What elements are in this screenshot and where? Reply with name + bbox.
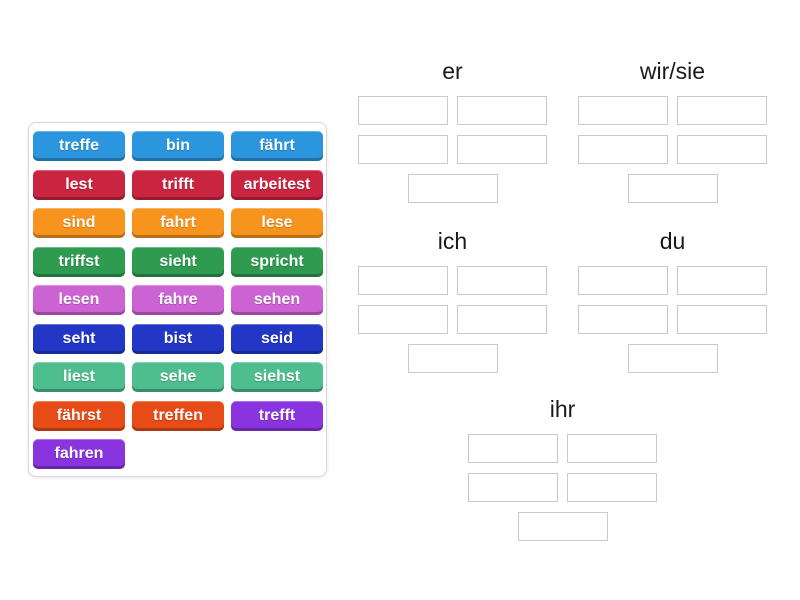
word-tile-bist[interactable]: bist <box>132 323 224 354</box>
drop-slot-grid <box>578 96 767 203</box>
drop-slot-du-5[interactable] <box>627 344 718 373</box>
word-tile-liest[interactable]: liest <box>33 362 125 392</box>
word-tile-label: treffen <box>153 406 203 424</box>
word-tile-label: fährt <box>259 137 295 154</box>
drop-slot-grid <box>358 266 547 373</box>
word-tile-label: seht <box>62 329 96 347</box>
word-tile-fährt[interactable]: fährt <box>231 131 323 161</box>
drop-slot-ihr-1[interactable] <box>468 434 558 463</box>
word-tile-lest[interactable]: lest <box>33 169 125 200</box>
drop-slot-wir-sie-4[interactable] <box>677 135 767 164</box>
word-tile-label: lese <box>261 214 293 231</box>
drop-slot-grid <box>578 266 767 373</box>
word-tile-triffst[interactable]: triffst <box>33 246 125 277</box>
category-label-ihr: ihr <box>549 396 576 422</box>
category-group-wir-sie: wir/sie <box>578 56 767 203</box>
word-tile-seid[interactable]: seid <box>231 323 323 354</box>
drop-slot-er-1[interactable] <box>358 96 448 125</box>
drop-slot-wir-sie-2[interactable] <box>677 96 767 125</box>
word-tile-label: fährst <box>56 406 102 424</box>
drop-slot-ich-3[interactable] <box>358 305 448 334</box>
word-tile-trifft[interactable]: trifft <box>132 169 224 200</box>
word-tile-label: fahre <box>158 291 198 308</box>
drop-slot-grid <box>468 434 657 541</box>
drop-slot-du-1[interactable] <box>578 266 668 295</box>
word-tile-label: triffst <box>58 252 100 270</box>
drop-slot-er-2[interactable] <box>457 96 547 125</box>
word-tile-label: bin <box>166 137 190 154</box>
word-tile-label: treffe <box>58 137 99 154</box>
category-group-ihr: ihr <box>468 394 657 541</box>
drop-slot-du-4[interactable] <box>677 305 767 334</box>
word-tile-lesen[interactable]: lesen <box>33 285 125 315</box>
word-tile-label: bist <box>163 329 193 347</box>
word-tile-sieht[interactable]: sieht <box>132 246 224 277</box>
word-tile-label: sehe <box>159 368 197 385</box>
word-tile-label: lest <box>65 175 93 193</box>
word-tile-treffe[interactable]: treffe <box>33 131 125 161</box>
drop-slot-grid <box>358 96 547 203</box>
word-tile-fahrt[interactable]: fahrt <box>132 208 224 238</box>
word-tile-panel: treffe bin fährt lest trifft arbeitest s… <box>28 122 327 477</box>
category-label-du: du <box>659 228 686 254</box>
word-tile-label: sind <box>62 214 96 231</box>
word-tile-label: trifft <box>162 175 194 193</box>
word-tile-label: lesen <box>58 291 100 308</box>
word-tile-label: siehst <box>253 368 301 385</box>
drop-slot-er-3[interactable] <box>358 135 448 164</box>
drop-slot-ihr-4[interactable] <box>567 473 657 502</box>
drop-slot-wir-sie-1[interactable] <box>578 96 668 125</box>
category-group-ich: ich <box>358 226 547 373</box>
word-tile-fährst[interactable]: fährst <box>33 400 125 431</box>
word-tile-arbeitest[interactable]: arbeitest <box>231 169 323 200</box>
word-tile-siehst[interactable]: siehst <box>231 362 323 392</box>
category-label-ich: ich <box>437 228 468 254</box>
category-group-du: du <box>578 226 767 373</box>
word-tile-sehe[interactable]: sehe <box>132 362 224 392</box>
word-tile-treffen[interactable]: treffen <box>132 400 224 431</box>
word-tile-label: trefft <box>258 406 296 424</box>
word-tile-bin[interactable]: bin <box>132 131 224 161</box>
category-group-er: er <box>358 56 547 203</box>
drop-slot-ich-5[interactable] <box>407 344 498 373</box>
category-label-er: er <box>442 58 463 84</box>
drop-slot-ich-2[interactable] <box>457 266 547 295</box>
word-tile-label: fahrt <box>160 214 196 231</box>
drop-slot-du-2[interactable] <box>677 266 767 295</box>
drop-slot-du-3[interactable] <box>578 305 668 334</box>
word-tile-fahren[interactable]: fahren <box>33 439 125 469</box>
drop-slot-wir-sie-3[interactable] <box>578 135 668 164</box>
word-tile-label: fahren <box>54 445 104 462</box>
word-tile-label: sieht <box>159 252 197 270</box>
word-tile-label: sehen <box>253 291 301 308</box>
drop-slot-ich-4[interactable] <box>457 305 547 334</box>
word-tile-sehen[interactable]: sehen <box>231 285 323 315</box>
word-tile-label: seid <box>260 329 293 347</box>
drop-slot-er-4[interactable] <box>457 135 547 164</box>
word-tile-label: liest <box>62 368 95 385</box>
word-tile-spricht[interactable]: spricht <box>231 246 323 277</box>
word-tile-sind[interactable]: sind <box>33 208 125 238</box>
drop-slot-ihr-2[interactable] <box>567 434 657 463</box>
drop-slot-ihr-3[interactable] <box>468 473 558 502</box>
drop-slot-er-5[interactable] <box>407 174 498 203</box>
drop-slot-ich-1[interactable] <box>358 266 448 295</box>
word-tile-fahre[interactable]: fahre <box>132 285 224 315</box>
word-tile-seht[interactable]: seht <box>33 323 125 354</box>
word-tile-lese[interactable]: lese <box>231 208 323 238</box>
drop-slot-wir-sie-5[interactable] <box>627 174 718 203</box>
word-tile-label: spricht <box>250 252 304 270</box>
word-tile-label: arbeitest <box>243 175 311 193</box>
category-label-wir-sie: wir/sie <box>639 58 706 84</box>
word-tile-trefft[interactable]: trefft <box>231 400 323 431</box>
drop-slot-ihr-5[interactable] <box>517 512 608 541</box>
